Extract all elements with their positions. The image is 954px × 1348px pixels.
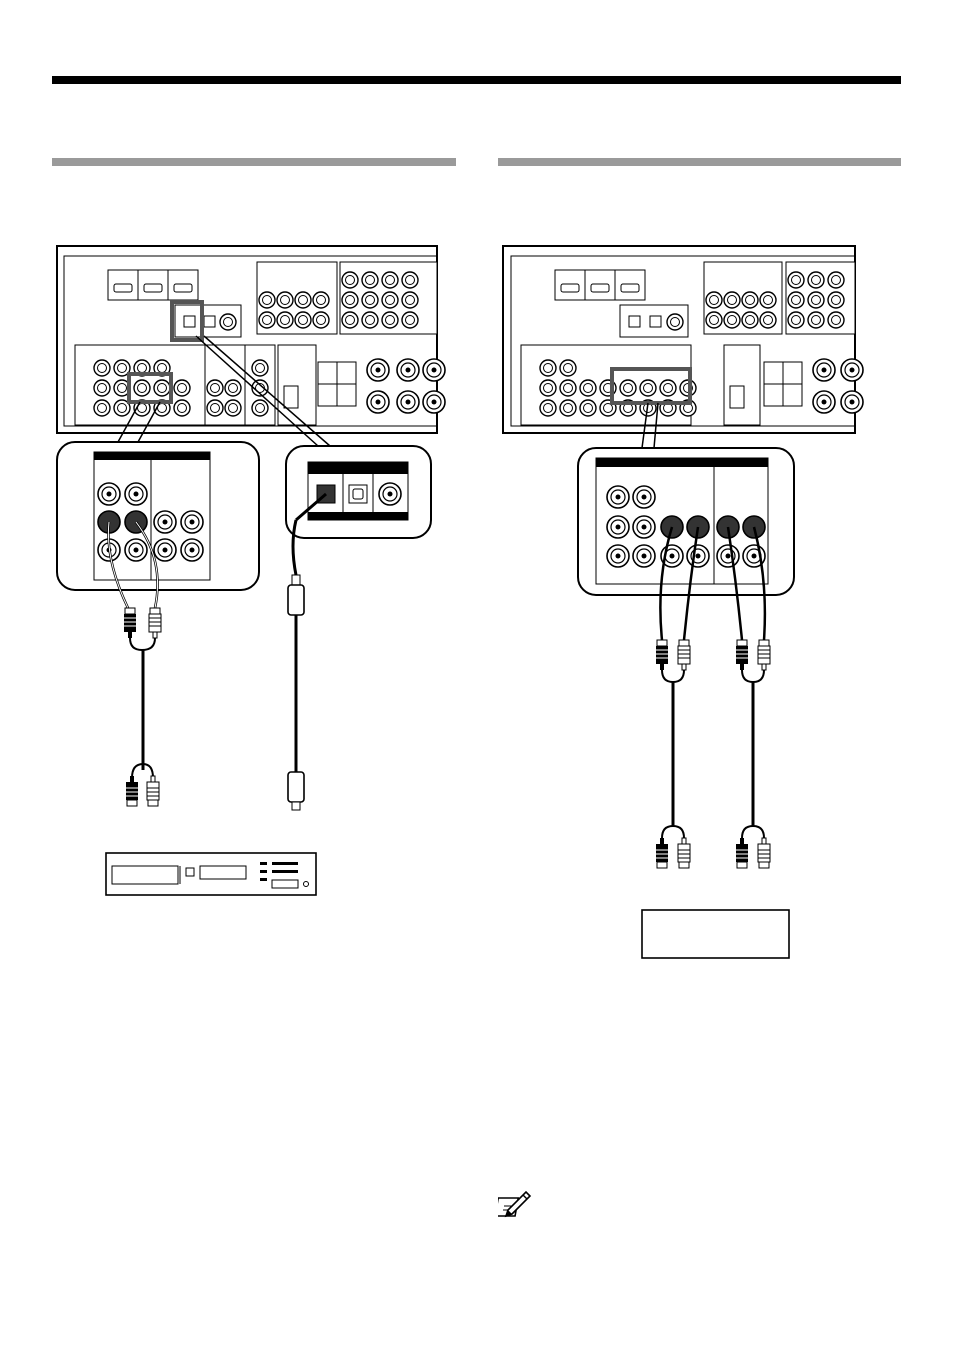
recorder-device-box <box>642 910 789 958</box>
note-pencil-icon <box>498 1188 532 1220</box>
receiver-rear-panel-right <box>503 246 863 433</box>
